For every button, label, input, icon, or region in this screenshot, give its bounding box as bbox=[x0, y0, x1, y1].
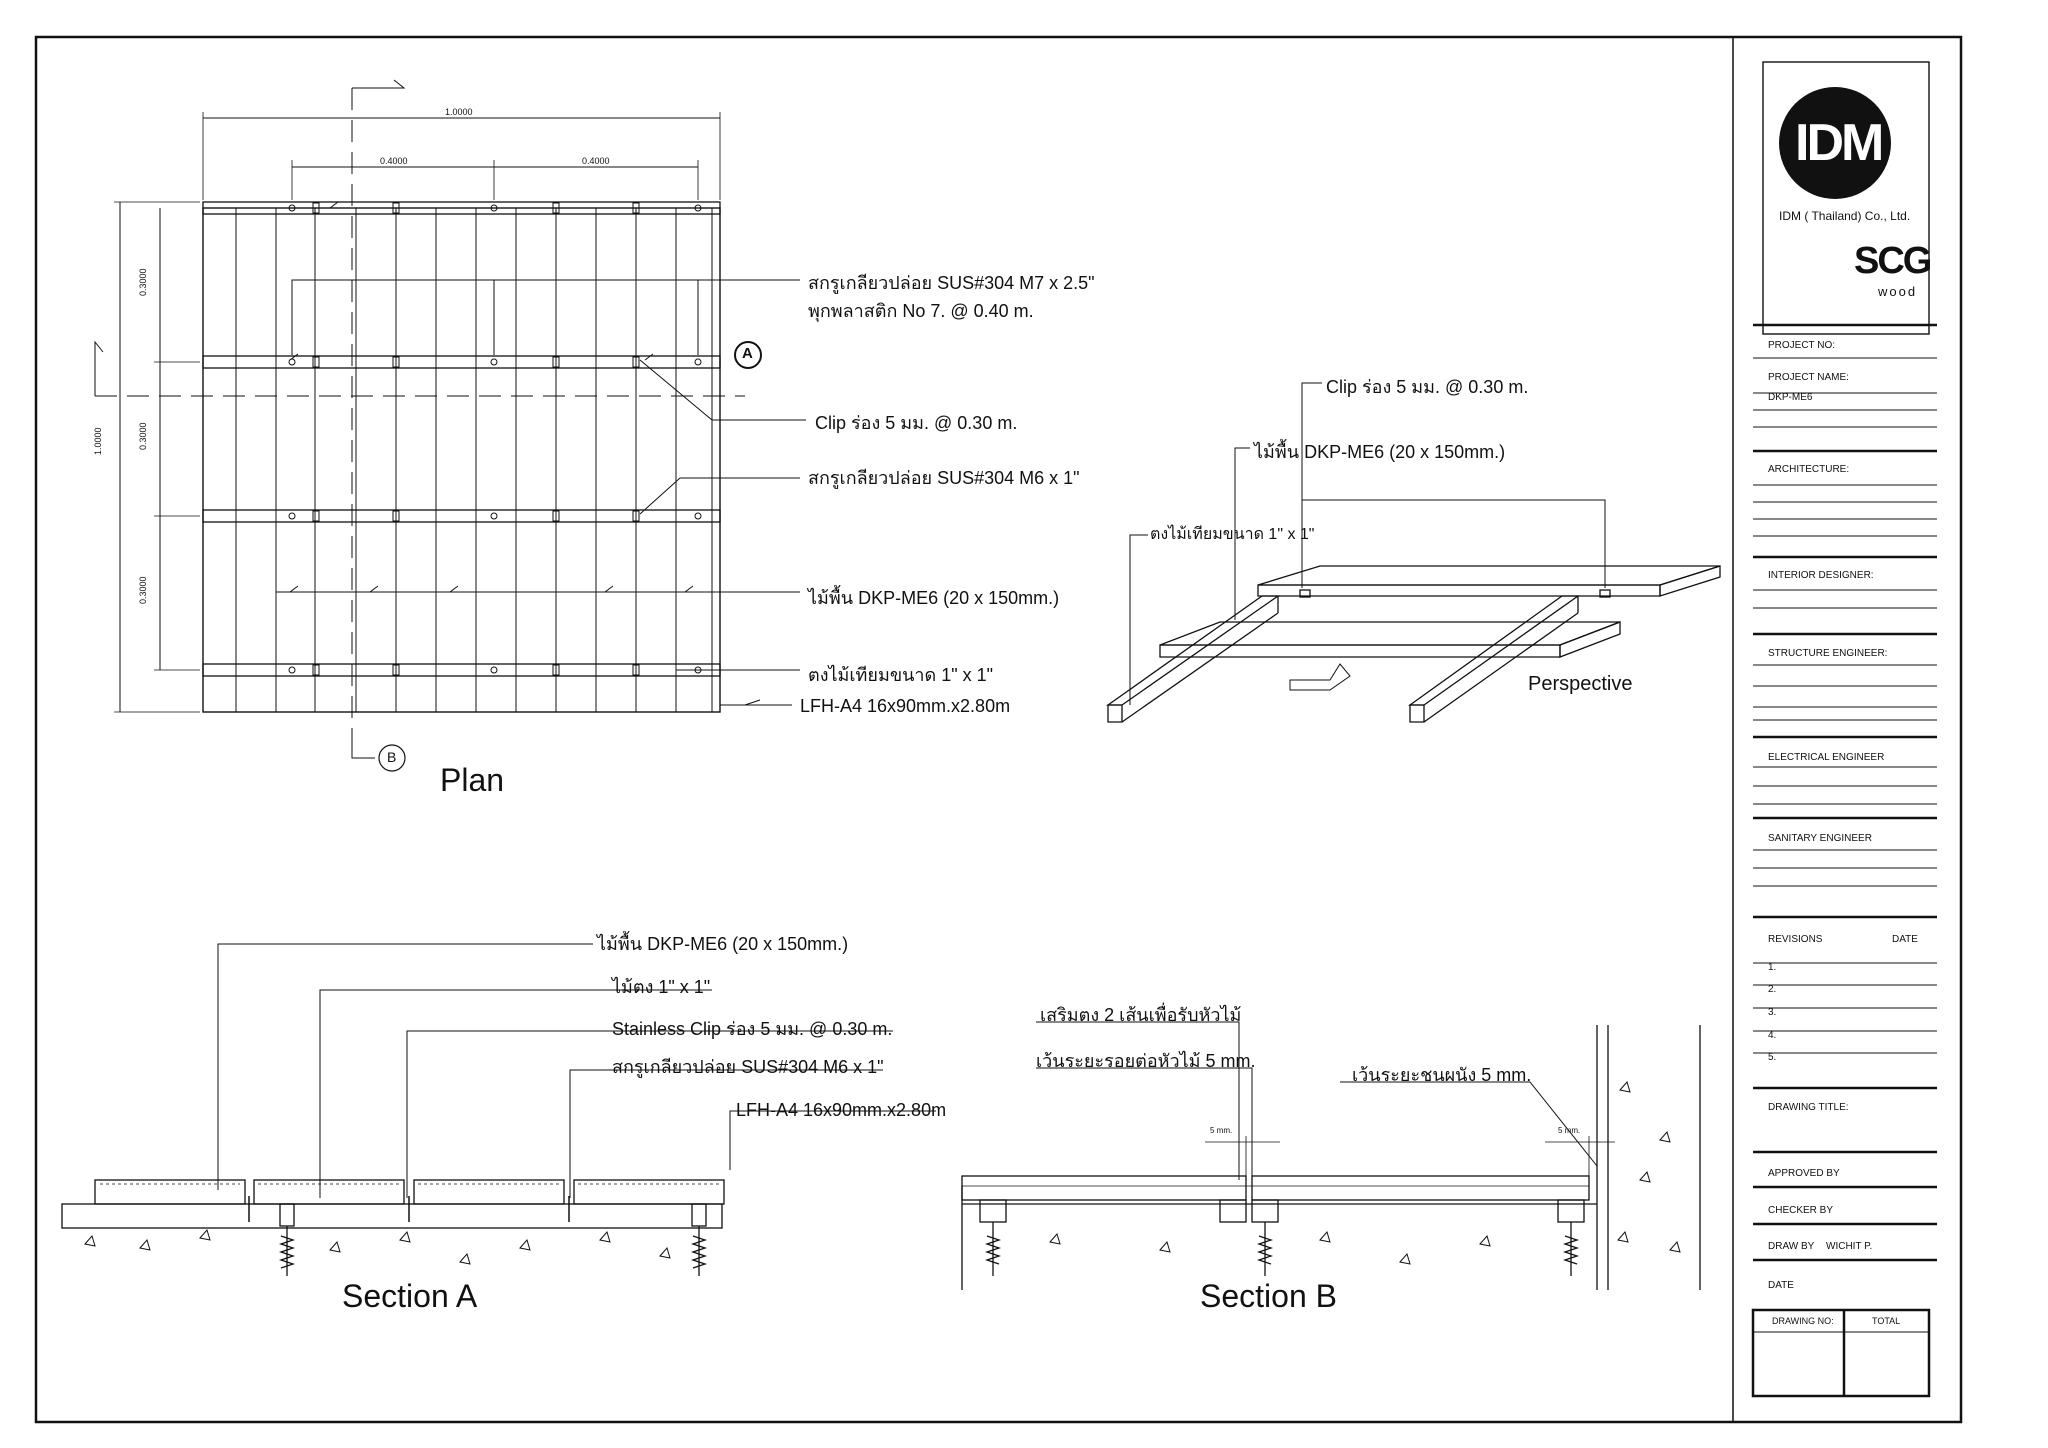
checker-by-label: CHECKER BY bbox=[1768, 1205, 1834, 1216]
plan-label-joist: ตงไม้เทียมขนาด 1" x 1" bbox=[808, 665, 994, 685]
draw-by-label: DRAW BY bbox=[1768, 1241, 1815, 1252]
revision-row: 1. bbox=[1768, 962, 1777, 973]
section-b-label-extra-joist: เสริมตง 2 เส้นเพื่อรับหัวไม้ bbox=[1040, 1005, 1242, 1025]
drawing-no-label: DRAWING NO: bbox=[1772, 1316, 1834, 1326]
revisions-date-header: DATE bbox=[1892, 934, 1918, 945]
revisions-label: REVISIONS bbox=[1768, 934, 1823, 945]
plan-label-screw-m7: สกรูเกลียวปล่อย SUS#304 M7 x 2.5" bbox=[808, 273, 1095, 293]
plan-screw-holes bbox=[288, 204, 702, 674]
plan-label-plastic-plug: พุกพลาสติก No 7. @ 0.40 m. bbox=[808, 301, 1034, 321]
drawing-title-label: DRAWING TITLE: bbox=[1768, 1102, 1849, 1113]
perspective-label-deck-board: ไม้พื้น DKP-ME6 (20 x 150mm.) bbox=[1254, 442, 1506, 462]
marker-b-circle bbox=[378, 744, 406, 772]
section-arrow-b bbox=[352, 79, 406, 89]
revision-row: 2. bbox=[1768, 984, 1777, 995]
perspective-title: Perspective bbox=[1528, 673, 1633, 695]
marker-b-label: B bbox=[387, 749, 397, 765]
architecture-label: ARCHITECTURE: bbox=[1768, 464, 1850, 475]
plan-dim-overall-height: 1.0000 bbox=[93, 427, 103, 455]
plan-label-deck-board: ไม้พื้น DKP-ME6 (20 x 150mm.) bbox=[808, 588, 1060, 608]
plan-deck-outline bbox=[202, 207, 721, 713]
section-a-leaders bbox=[217, 943, 936, 1198]
section-b-dim-gap-1: 5 mm. bbox=[1210, 1126, 1233, 1135]
section-b-label-end-gap: เว้นระยะรอยต่อหัวไม้ 5 mm. bbox=[1036, 1051, 1256, 1071]
drawing-no-box bbox=[1751, 1308, 1931, 1398]
perspective-board-back bbox=[1257, 565, 1721, 586]
plan-label-clip: Clip ร่อง 5 มม. @ 0.30 m. bbox=[815, 413, 1018, 433]
section-b-label-wall-gap: เว้นระยะชนผนัง 5 mm. bbox=[1352, 1065, 1532, 1085]
project-no-label: PROJECT NO: bbox=[1768, 340, 1836, 351]
section-a-view bbox=[61, 943, 936, 1276]
idm-logo-text: IDM bbox=[1795, 114, 1884, 172]
section-b-board-2 bbox=[1251, 1175, 1590, 1201]
perspective-joist-left bbox=[1105, 595, 1281, 706]
section-a-label-screw: สกรูเกลียวปล่อย SUS#304 M6 x 1" bbox=[612, 1057, 884, 1077]
electrical-engineer-label: ELECTRICAL ENGINEER bbox=[1768, 752, 1885, 763]
plan-dim-spacing-1: 0.4000 bbox=[380, 156, 408, 166]
sanitary-engineer-label: SANITARY ENGINEER bbox=[1768, 833, 1872, 844]
perspective-view bbox=[1105, 382, 1721, 723]
logo-frame bbox=[1762, 61, 1930, 335]
date-label: DATE bbox=[1768, 1280, 1794, 1291]
marker-a-label: A bbox=[742, 345, 753, 362]
section-a-title: Section A bbox=[342, 1278, 478, 1314]
project-name-label: PROJECT NAME: bbox=[1768, 372, 1849, 383]
perspective-label-clip: Clip ร่อง 5 มม. @ 0.30 m. bbox=[1326, 377, 1529, 397]
section-b-leaders bbox=[1036, 1021, 1598, 1180]
interior-designer-label: INTERIOR DESIGNER: bbox=[1768, 570, 1874, 581]
total-label: TOTAL bbox=[1872, 1316, 1901, 1326]
section-a-label-joist: ไม้ตง 1" x 1" bbox=[612, 977, 711, 997]
section-a-label-clip: Stainless Clip ร่อง 5 มม. @ 0.30 m. bbox=[612, 1019, 893, 1039]
plan-joists bbox=[202, 201, 721, 677]
plan-view bbox=[94, 79, 806, 772]
section-arrow-a bbox=[94, 340, 104, 396]
perspective-leaders bbox=[1129, 382, 1606, 705]
plan-title: Plan bbox=[440, 762, 505, 798]
perspective-board-front bbox=[1159, 621, 1621, 646]
marker-a-circle bbox=[734, 341, 762, 369]
section-b-dim-gap-2: 5 mm. bbox=[1558, 1126, 1581, 1135]
project-name-value: DKP-ME6 bbox=[1768, 392, 1813, 403]
plan-label-lfh: LFH-A4 16x90mm.x2.80m bbox=[800, 696, 1011, 716]
section-a-deck-boards bbox=[94, 1179, 725, 1205]
title-block bbox=[1751, 61, 1937, 1398]
brand-logo-sub: wood bbox=[1878, 284, 1918, 299]
plan-dim-row-2: 0.3000 bbox=[138, 422, 148, 450]
revision-row: 5. bbox=[1768, 1052, 1777, 1063]
idm-logo-disc bbox=[1779, 87, 1891, 199]
section-a-ground-hatch bbox=[84, 1228, 671, 1265]
section-b-title: Section B bbox=[1200, 1278, 1337, 1314]
section-a-label-lfh: LFH-A4 16x90mm.x2.80m bbox=[736, 1100, 947, 1120]
perspective-arrow bbox=[1289, 663, 1351, 691]
section-a-anchors bbox=[278, 1203, 708, 1276]
sheet-border bbox=[34, 35, 1963, 1424]
perspective-label-joist: ตงไม้เทียมขนาด 1" x 1" bbox=[1150, 526, 1315, 543]
plan-label-screw-m6: สกรูเกลียวปล่อย SUS#304 M6 x 1" bbox=[808, 468, 1080, 488]
draw-by-value: WICHIT P. bbox=[1826, 1241, 1873, 1252]
approved-by-label: APPROVED BY bbox=[1768, 1168, 1840, 1179]
plan-board-seams bbox=[235, 208, 713, 712]
section-b-joists bbox=[979, 1199, 1585, 1276]
section-b-board-1 bbox=[961, 1175, 1247, 1201]
section-b-ground-hatch bbox=[1049, 1080, 1681, 1265]
section-a-slab bbox=[61, 1203, 723, 1229]
plan-dim-row-3: 0.3000 bbox=[138, 576, 148, 604]
section-a-label-deck-board: ไม้พื้น DKP-ME6 (20 x 150mm.) bbox=[597, 934, 849, 954]
revision-row: 4. bbox=[1768, 1030, 1777, 1041]
plan-leaders bbox=[276, 279, 806, 706]
plan-tick-marks bbox=[289, 201, 694, 593]
revision-row: 3. bbox=[1768, 1007, 1777, 1018]
structure-engineer-label: STRUCTURE ENGINEER: bbox=[1768, 648, 1888, 659]
section-b-view bbox=[961, 1021, 1701, 1290]
plan-clips bbox=[312, 202, 640, 676]
plan-dim-spacing-2: 0.4000 bbox=[582, 156, 610, 166]
company-name: IDM ( Thailand) Co., Ltd. bbox=[1779, 209, 1911, 223]
plan-dim-row-1: 0.3000 bbox=[138, 268, 148, 296]
plan-dim-overall-width: 1.0000 bbox=[445, 107, 473, 117]
brand-logo-text: SCG bbox=[1854, 240, 1932, 282]
